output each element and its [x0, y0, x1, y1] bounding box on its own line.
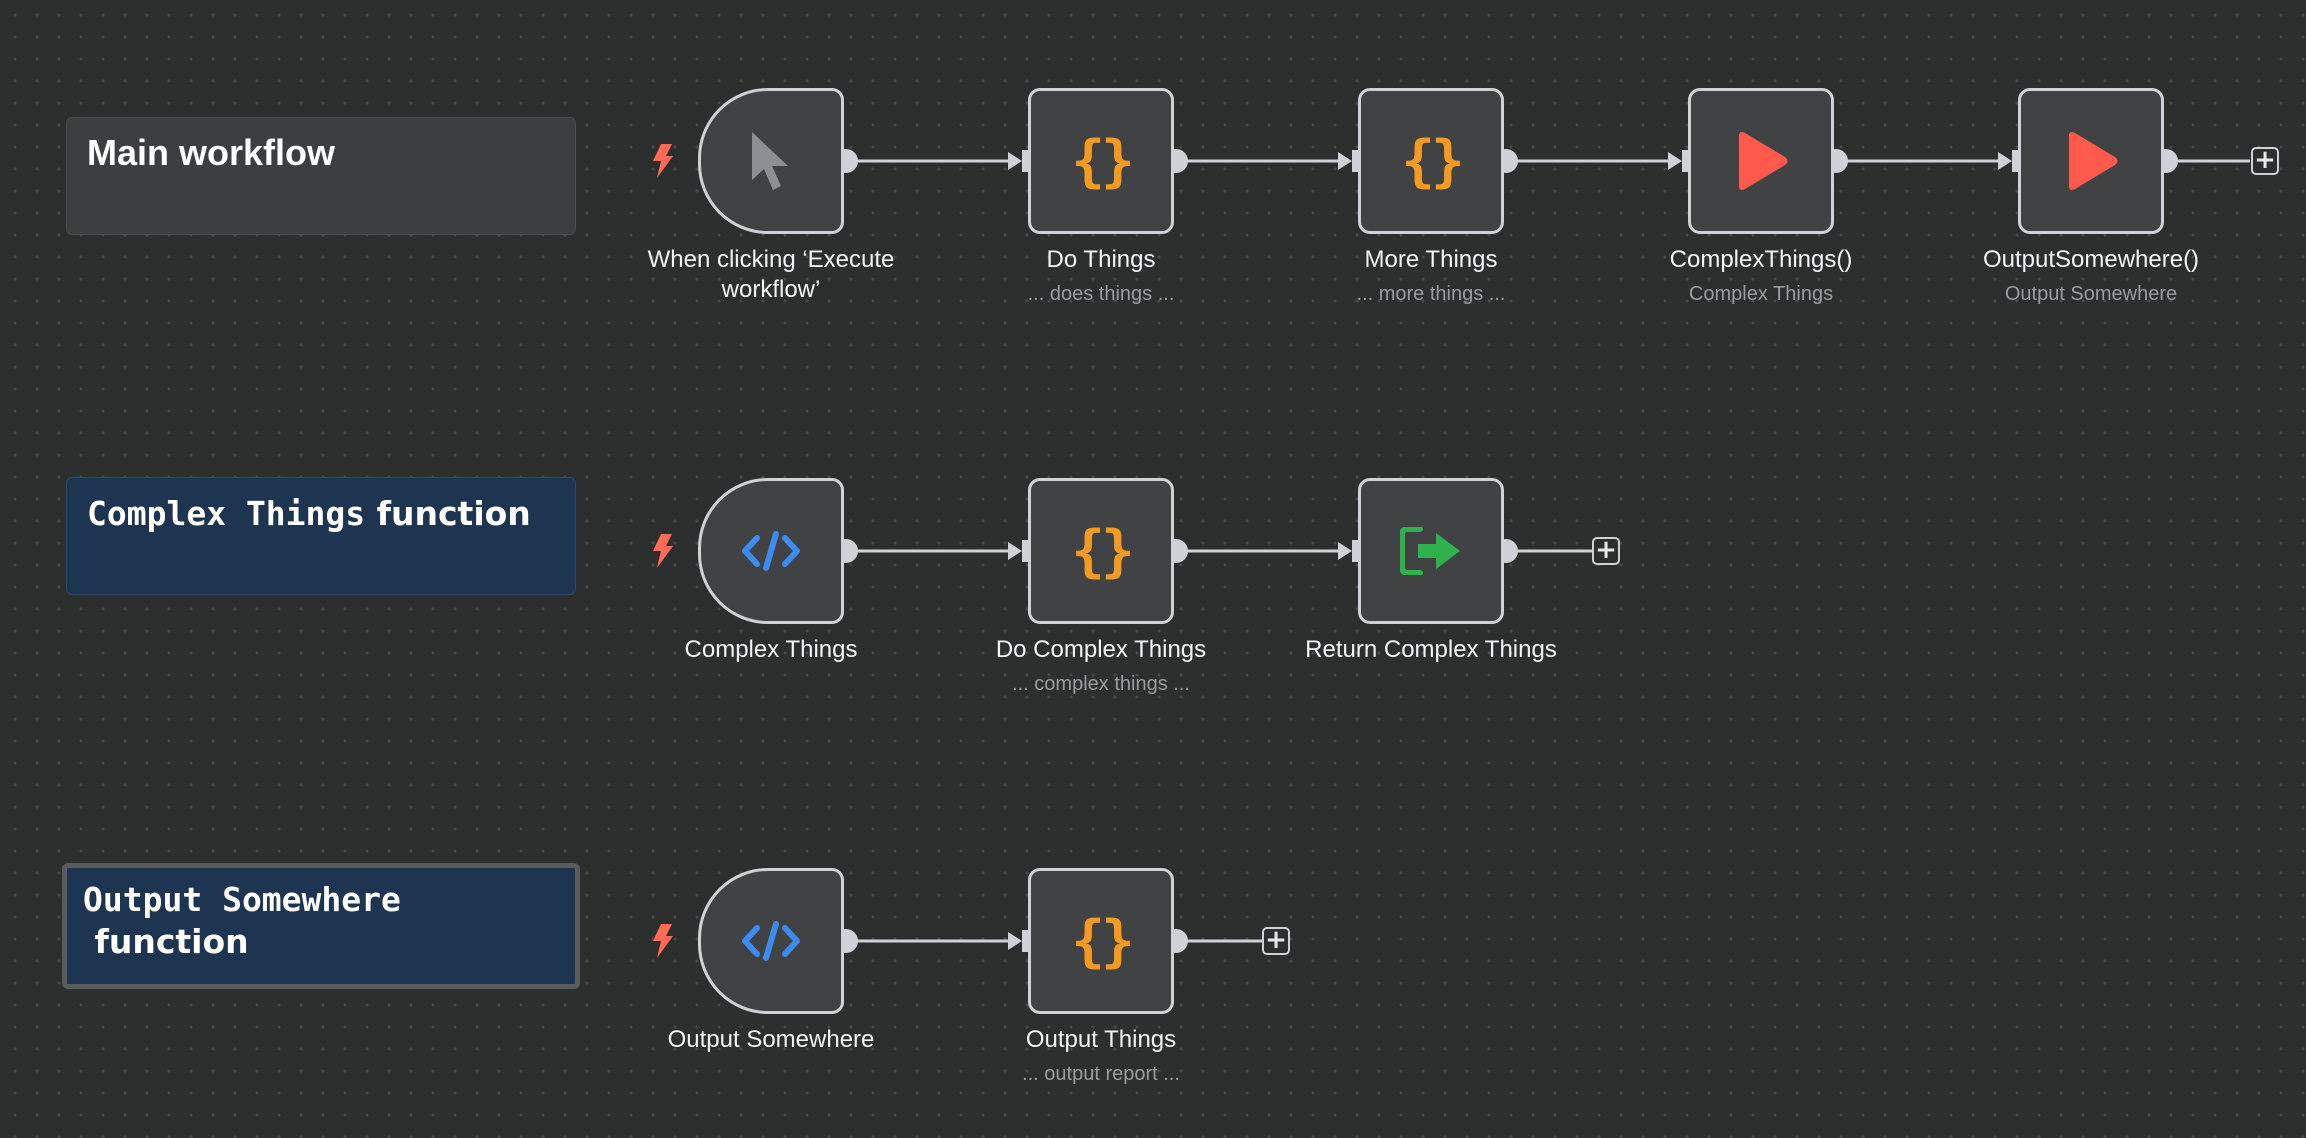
node-complex-things-trigger[interactable]	[698, 478, 844, 624]
sticky-note-title-rest: function	[365, 494, 531, 533]
node-subtitle: Output Somewhere	[2004, 283, 2178, 305]
lightning-bolt-icon	[653, 534, 673, 568]
play-icon	[1739, 132, 1788, 190]
arrowhead	[1008, 152, 1022, 170]
node-do-complex-things[interactable]: {}	[1028, 478, 1174, 624]
arrowhead	[1338, 152, 1352, 170]
node-subtitle: ... output report ...	[1022, 1063, 1180, 1085]
sticky-note-complex-things-function[interactable]: Complex Things function	[66, 477, 576, 595]
arrowhead	[1668, 152, 1682, 170]
node-output-somewhere-call[interactable]	[2018, 88, 2164, 234]
sticky-note-code-text: Output Somewhere	[83, 880, 401, 919]
sticky-note-title-rest: function	[83, 922, 249, 961]
node-output-things[interactable]: {}	[1028, 868, 1174, 1014]
node-label: Do Things	[1046, 246, 1156, 273]
node-label: Complex Things	[684, 636, 858, 663]
code-braces-icon: {}	[1071, 518, 1134, 584]
sticky-note-main-workflow[interactable]: Main workflow	[66, 117, 576, 235]
add-node-button[interactable]: +	[2251, 147, 2279, 175]
code-braces-icon: {}	[1071, 128, 1134, 194]
add-node-button[interactable]: +	[1262, 927, 1290, 955]
node-complex-things-call[interactable]	[1688, 88, 1834, 234]
node-subtitle: ... more things ...	[1356, 283, 1506, 305]
node-more-things[interactable]: {}	[1358, 88, 1504, 234]
node-label: More Things	[1364, 246, 1498, 273]
sticky-note-code-text: Complex Things	[87, 494, 366, 533]
code-tag-icon	[742, 531, 800, 571]
input-port	[1682, 150, 1690, 172]
node-subtitle: ... does things ...	[1027, 283, 1175, 305]
node-label: Return Complex Things	[1305, 636, 1557, 663]
node-label: Do Complex Things	[995, 636, 1207, 663]
node-label: Output Things	[1025, 1026, 1177, 1053]
sticky-note-title: Main workflow	[87, 132, 336, 173]
node-manual-trigger[interactable]	[698, 88, 844, 234]
cursor-icon	[752, 132, 788, 190]
input-port	[1352, 540, 1360, 562]
code-braces-icon: {}	[1401, 128, 1464, 194]
code-braces-icon: {}	[1071, 908, 1134, 974]
lightning-bolt-icon	[653, 924, 673, 958]
input-port	[1022, 930, 1030, 952]
exit-arrow-icon	[1400, 527, 1460, 575]
node-return-complex-things[interactable]	[1358, 478, 1504, 624]
node-subtitle: Complex Things	[1688, 283, 1834, 305]
input-port	[2012, 150, 2020, 172]
arrowhead	[1998, 152, 2012, 170]
sticky-note-output-somewhere-function[interactable]: Output Somewhere function	[62, 863, 580, 989]
add-node-button[interactable]: +	[1592, 537, 1620, 565]
node-label: ComplexThings()	[1669, 246, 1853, 273]
play-icon	[2069, 132, 2118, 190]
code-tag-icon	[742, 921, 800, 961]
input-port	[1352, 150, 1360, 172]
node-label: Output Somewhere	[667, 1026, 875, 1053]
input-port	[1022, 150, 1030, 172]
node-label: OutputSomewhere()	[1982, 246, 2200, 273]
lightning-bolt-icon	[653, 144, 673, 178]
node-output-somewhere-trigger[interactable]	[698, 868, 844, 1014]
node-do-things[interactable]: {}	[1028, 88, 1174, 234]
input-port	[1022, 540, 1030, 562]
arrowhead	[1008, 932, 1022, 950]
arrowhead	[1338, 542, 1352, 560]
node-subtitle: ... complex things ...	[1012, 673, 1190, 695]
arrowhead	[1008, 542, 1022, 560]
node-label: When clicking ‘Execute workflow’	[647, 246, 895, 303]
